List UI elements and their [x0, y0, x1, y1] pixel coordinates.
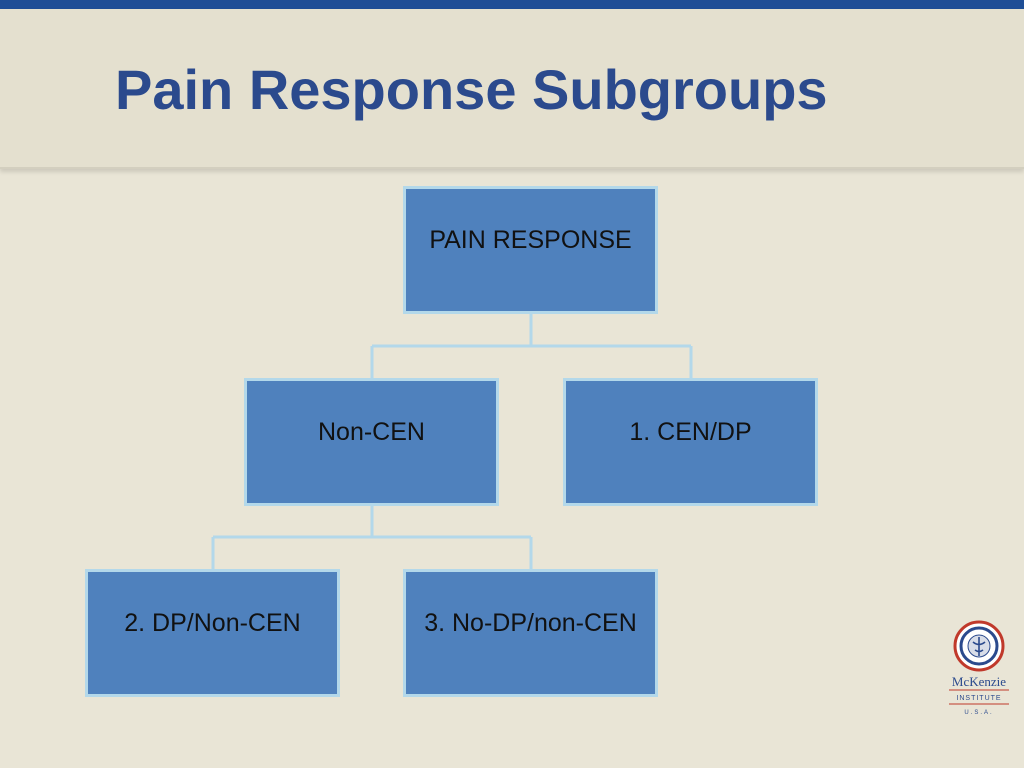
logo-name: McKenzie — [952, 674, 1006, 689]
node-pain-response: PAIN RESPONSE — [403, 186, 658, 314]
title-band — [0, 9, 1024, 169]
node-no-dp-non-cen: 3. No-DP/non-CEN — [403, 569, 658, 697]
logo-country: U.S.A. — [964, 710, 993, 716]
top-accent-bar — [0, 0, 1024, 9]
node-dp-non-cen: 2. DP/Non-CEN — [85, 569, 340, 697]
mckenzie-institute-logo: McKenzie INSTITUTE U.S.A. — [949, 620, 1009, 716]
logo-institute: INSTITUTE — [956, 695, 1001, 702]
node-non-cen: Non-CEN — [244, 378, 499, 506]
slide-title: Pain Response Subgroups — [115, 58, 828, 121]
node-cen-dp: 1. CEN/DP — [563, 378, 818, 506]
